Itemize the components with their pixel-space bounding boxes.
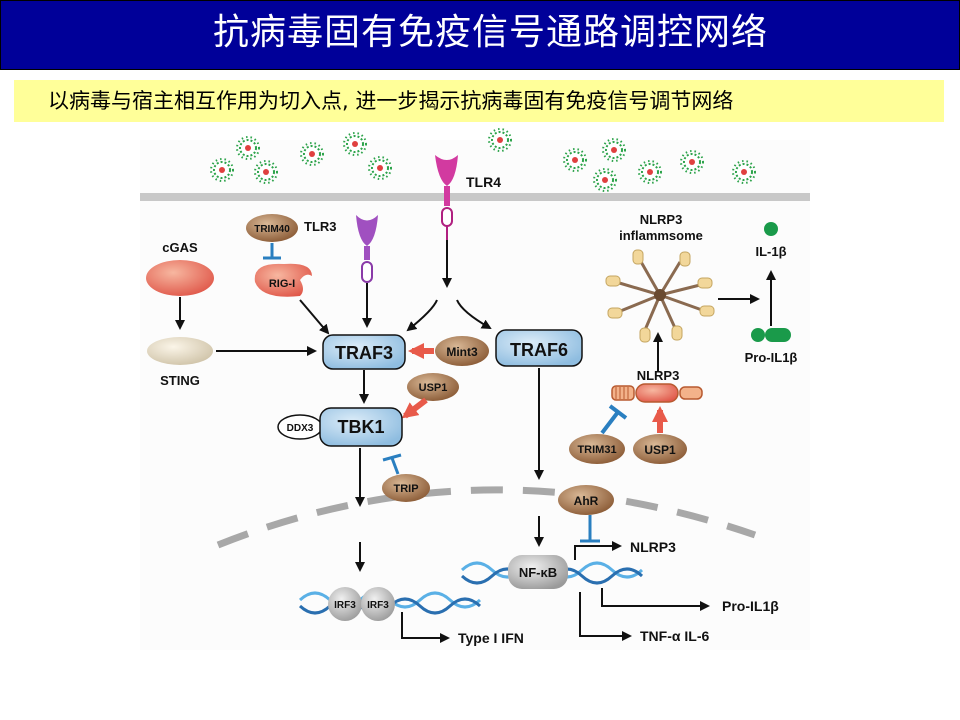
nfkb-node bbox=[508, 555, 568, 589]
tlr3-receptor-icon bbox=[356, 215, 378, 283]
ahr-node bbox=[558, 485, 614, 515]
mint3-node bbox=[435, 336, 489, 366]
il1b-node bbox=[764, 222, 778, 236]
tlr3-label: TLR3 bbox=[304, 219, 337, 234]
trim40-node bbox=[246, 214, 298, 242]
usp1-label-b: USP1 bbox=[644, 443, 676, 457]
rig-i-node bbox=[254, 263, 312, 297]
nlrp3-protein-icon bbox=[611, 383, 703, 403]
tlr4-receptor-icon bbox=[435, 155, 458, 240]
sting-node bbox=[147, 337, 213, 365]
traf3-node bbox=[322, 334, 406, 370]
traf6-node bbox=[495, 329, 583, 367]
title-bar: 抗病毒固有免疫信号通路调控网络 bbox=[0, 0, 960, 70]
nlrp3-inflammasome-label-2: inflammsome bbox=[619, 228, 703, 243]
tlr4-label: TLR4 bbox=[466, 174, 501, 190]
usp1-node-b bbox=[633, 434, 687, 464]
subtitle-bar: 以病毒与宿主相互作用为切入点, 进一步揭示抗病毒固有免疫信号调节网络 bbox=[14, 80, 944, 122]
cell-membrane bbox=[140, 193, 810, 201]
page-title: 抗病毒固有免疫信号通路调控网络 bbox=[213, 12, 769, 53]
trip-label: TRIP bbox=[393, 483, 418, 495]
usp1-label-a: USP1 bbox=[419, 382, 448, 394]
trim31-node bbox=[569, 434, 625, 464]
il1b-label: IL-1β bbox=[755, 244, 786, 259]
pro-il1b-label: Pro-IL1β bbox=[745, 350, 798, 365]
sting-label: STING bbox=[160, 373, 200, 388]
irf3-node-b bbox=[361, 587, 395, 621]
irf3-label-b: IRF3 bbox=[367, 600, 389, 611]
mint3-label: Mint3 bbox=[446, 345, 478, 359]
traf6-label: TRAF6 bbox=[510, 340, 568, 360]
trim31-label: TRIM31 bbox=[577, 444, 616, 456]
ahr-label: AhR bbox=[574, 494, 599, 508]
tbk1-label: TBK1 bbox=[337, 417, 384, 437]
nlrp3-inflammasome-label-1: NLRP3 bbox=[640, 212, 683, 227]
nlrp3-mid-label: NLRP3 bbox=[637, 368, 680, 383]
page-subtitle: 以病毒与宿主相互作用为切入点, 进一步揭示抗病毒固有免疫信号调节网络 bbox=[48, 89, 734, 113]
diagram-panel bbox=[140, 140, 810, 650]
nuclear-membrane bbox=[216, 486, 757, 549]
trim40-label: TRIM40 bbox=[254, 224, 290, 235]
cgas-node bbox=[146, 260, 214, 296]
pro-il1b-gene-label: Pro-IL1β bbox=[722, 598, 779, 614]
type-i-ifn-label: Type I IFN bbox=[458, 630, 524, 646]
irf3-label-a: IRF3 bbox=[334, 600, 356, 611]
traf3-label: TRAF3 bbox=[335, 343, 393, 363]
tnf-il6-label: TNF-α IL-6 bbox=[640, 628, 709, 644]
usp1-node-a bbox=[407, 373, 459, 401]
nfkb-label: NF-κB bbox=[519, 565, 557, 580]
inflammasome-icon bbox=[605, 249, 715, 343]
tbk1-node bbox=[319, 407, 403, 447]
cgas-label: cGAS bbox=[162, 240, 198, 255]
ddx3-label: DDX3 bbox=[287, 423, 314, 434]
rig-i-label: RIG-I bbox=[269, 278, 295, 290]
irf3-node-a bbox=[328, 587, 362, 621]
trip-node bbox=[382, 474, 430, 502]
nlrp3-gene-label: NLRP3 bbox=[630, 539, 676, 555]
pro-il1b-node bbox=[751, 328, 791, 342]
